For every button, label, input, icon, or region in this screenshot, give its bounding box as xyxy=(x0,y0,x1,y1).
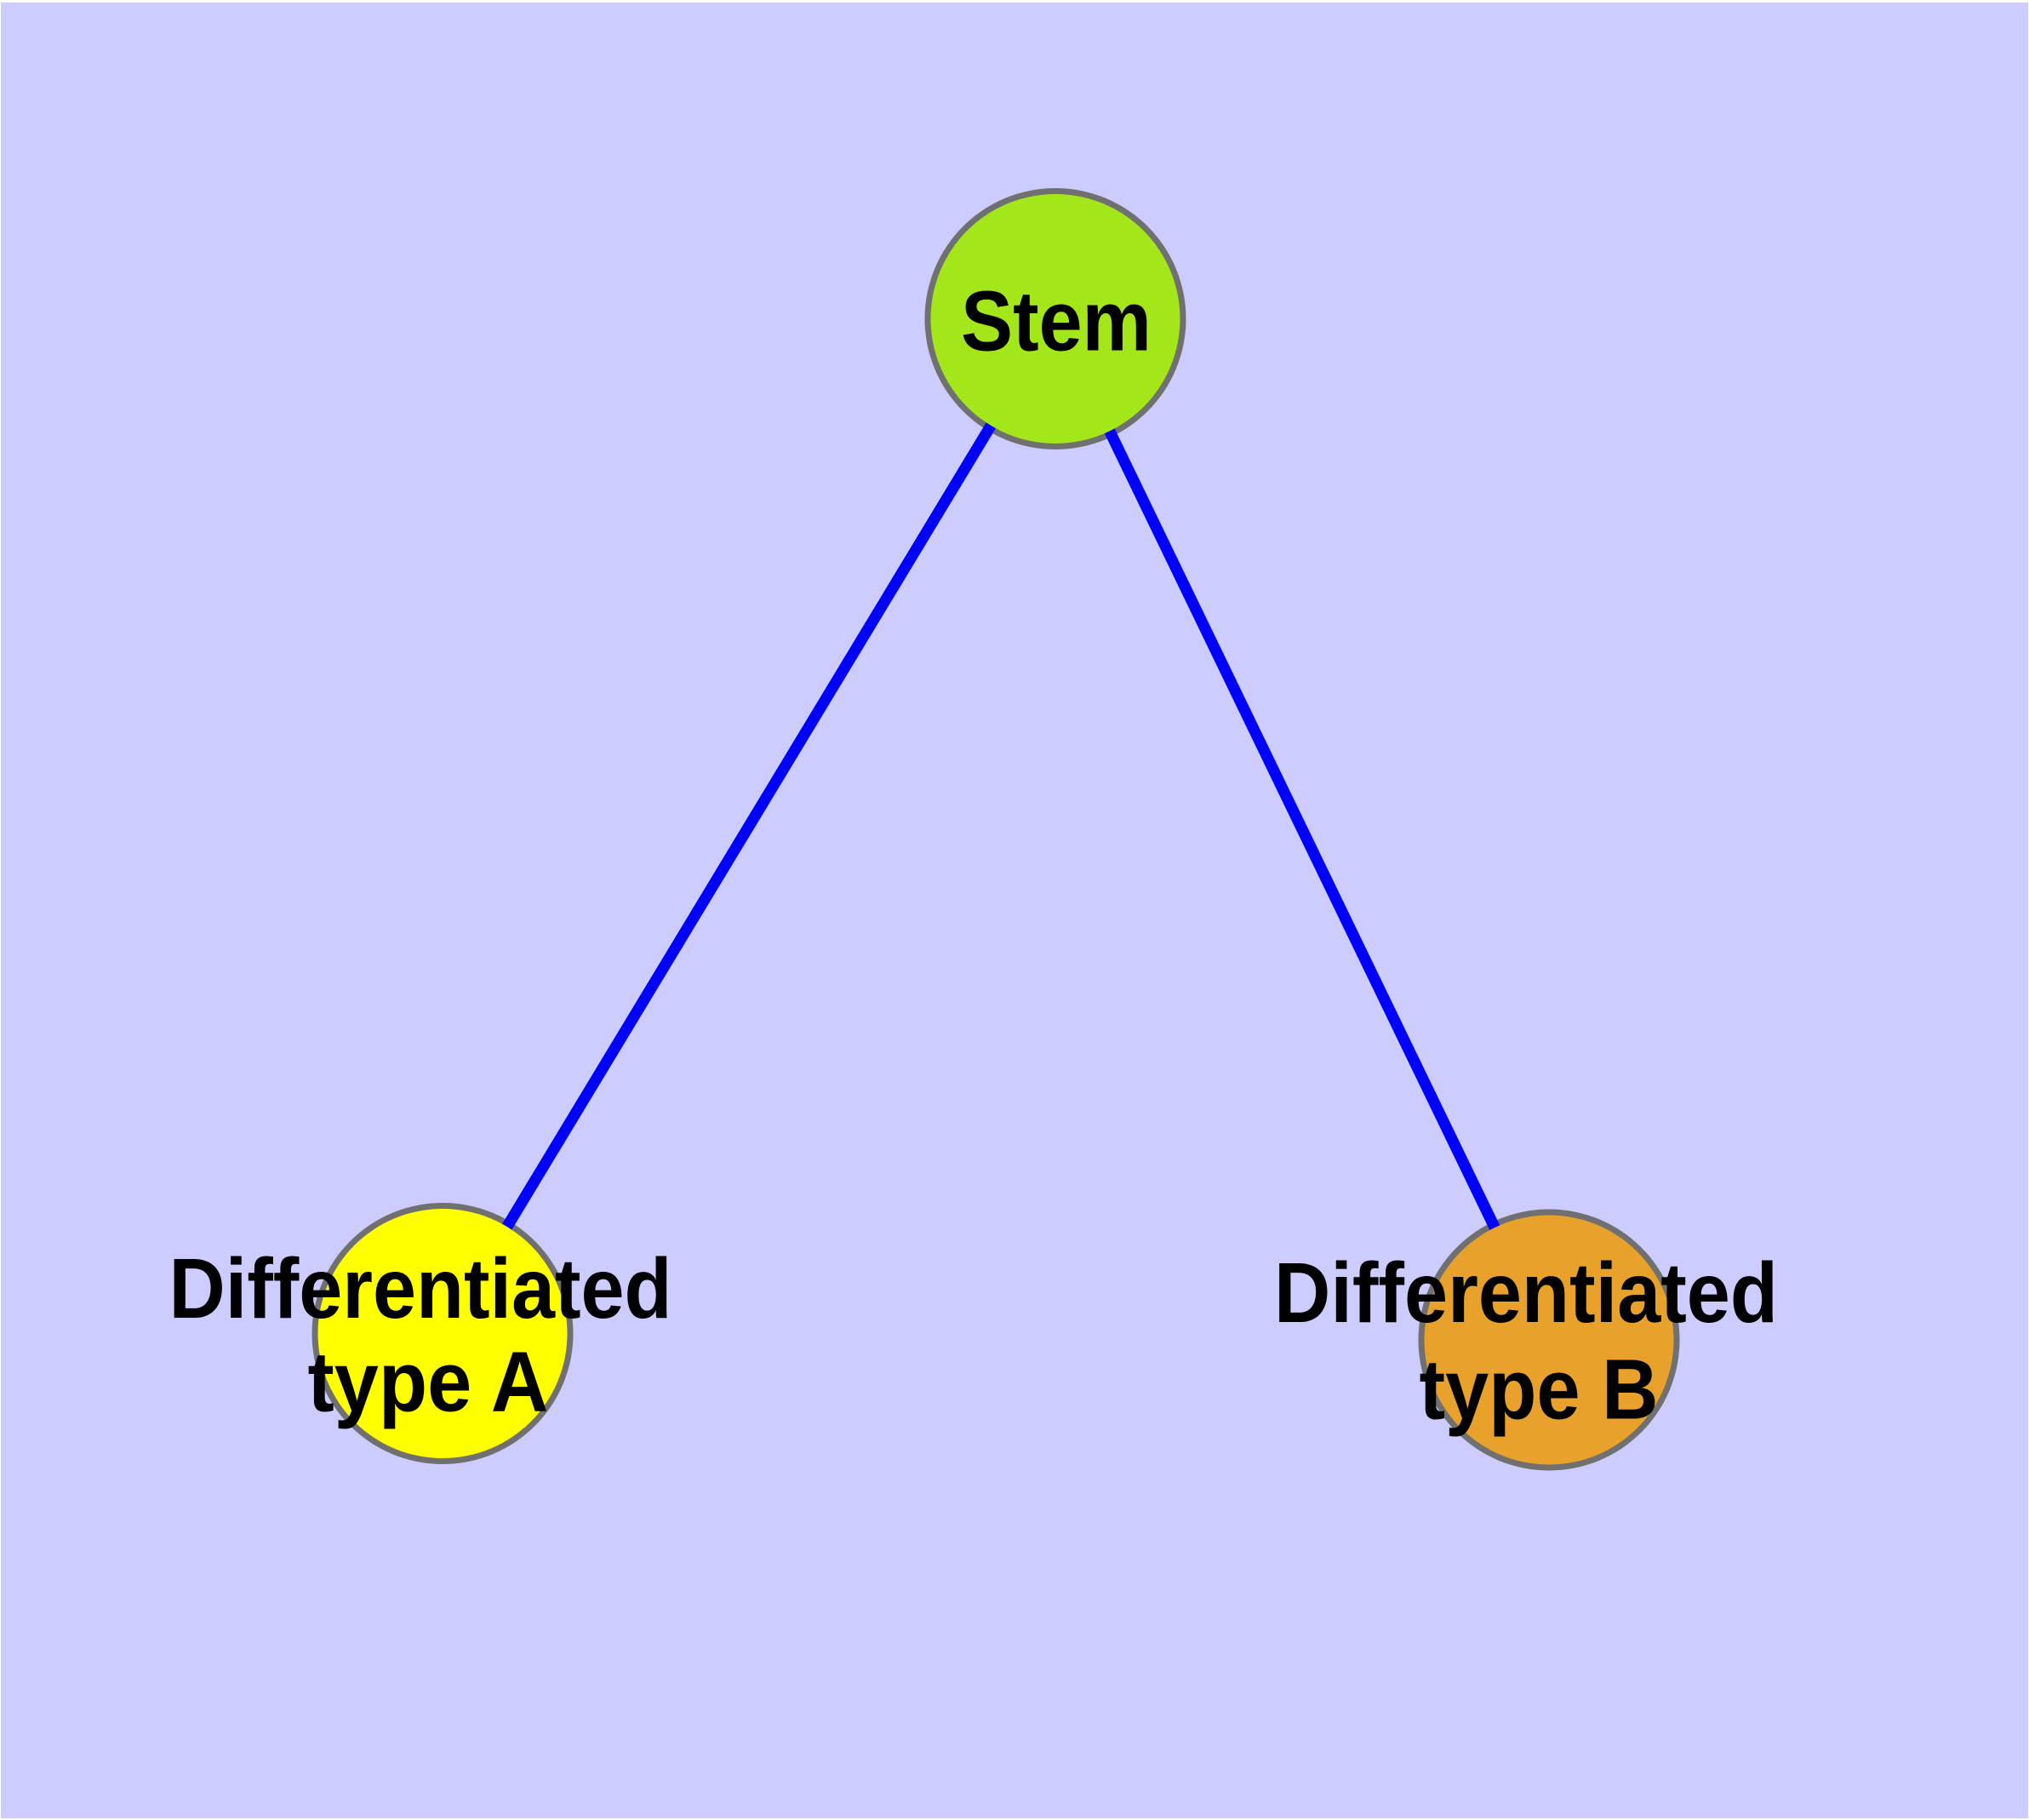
node-stem-circle xyxy=(930,194,1180,444)
node-type-a-label-line1: Differentiated xyxy=(169,1241,672,1336)
edge-stem-to-type-b xyxy=(1050,316,1554,1342)
node-type-b-circle xyxy=(1424,1215,1674,1465)
node-type-a-label-line2: type A xyxy=(308,1335,549,1430)
node-type-b-label-line2: type B xyxy=(1420,1342,1659,1438)
node-type-a-circle xyxy=(317,1209,568,1458)
node-type-b-label-line1: Differentiated xyxy=(1274,1245,1778,1341)
edge-stem-to-type-a xyxy=(437,316,1060,1336)
node-stem-label: Stem xyxy=(961,274,1152,369)
